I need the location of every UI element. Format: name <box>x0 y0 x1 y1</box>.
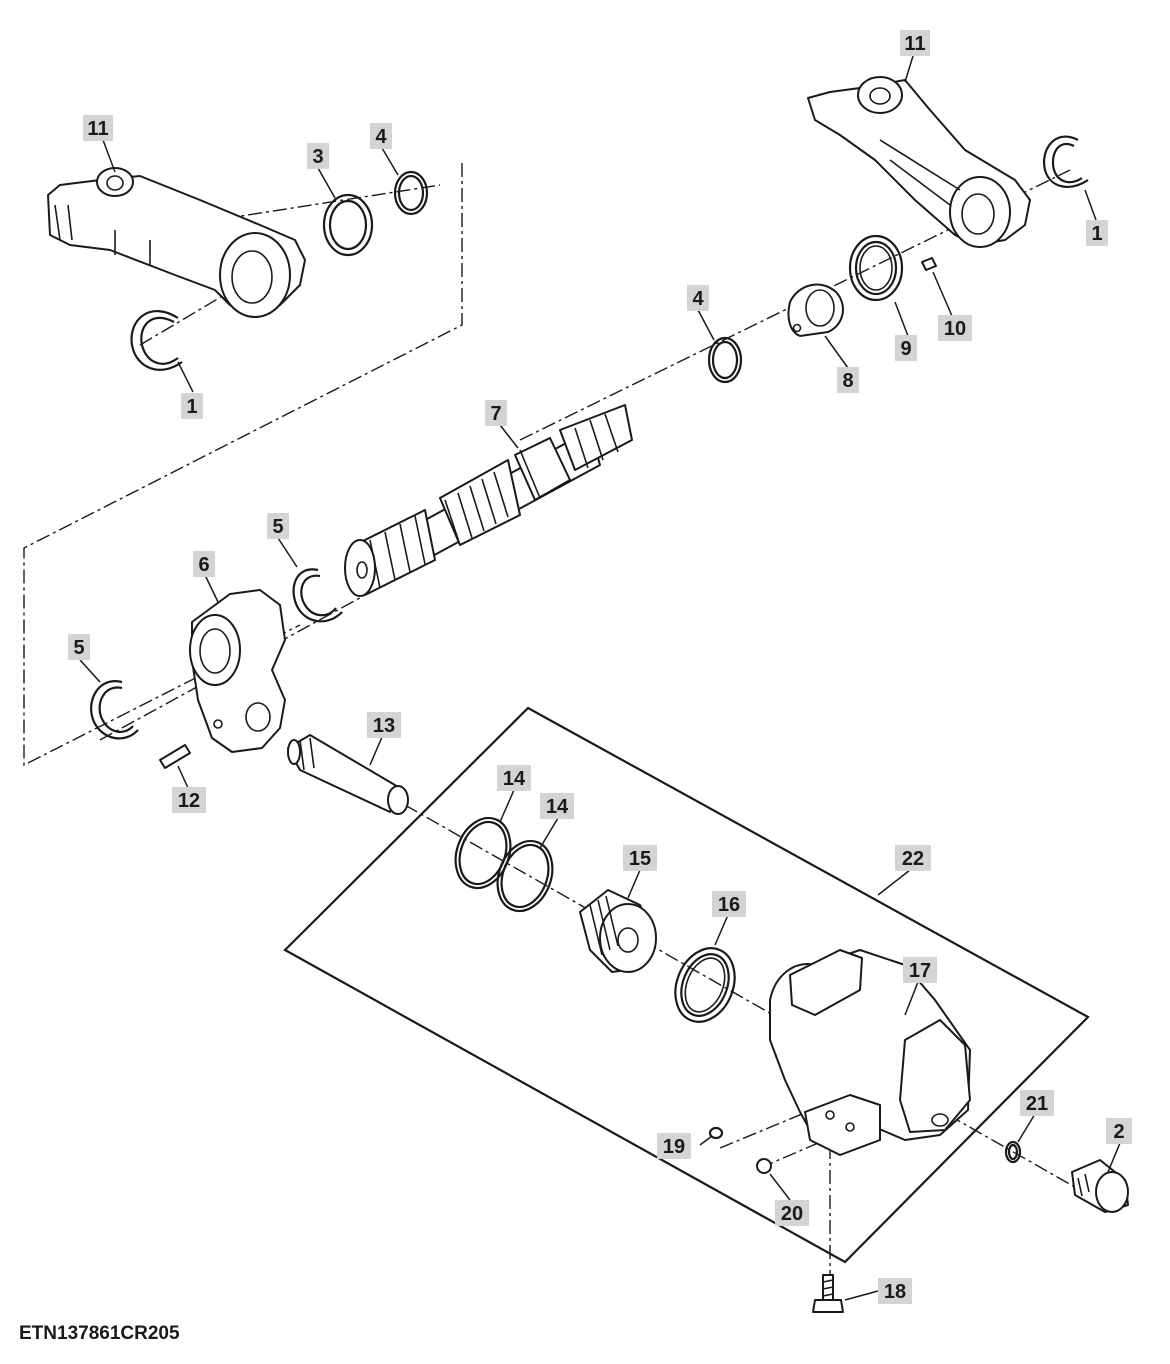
piston-rod-13 <box>287 734 409 815</box>
rockshaft-lever-6 <box>189 589 286 753</box>
cylinder-housing-17 <box>769 949 971 1156</box>
svg-text:9: 9 <box>900 338 911 360</box>
fitting-2 <box>1071 1159 1129 1213</box>
splined-shaft-7 <box>344 404 633 597</box>
callout-20: 20 <box>775 1200 809 1226</box>
callout-1-left: 1 <box>181 393 203 419</box>
callout-15: 15 <box>623 845 657 871</box>
o-ring-21 <box>1004 1140 1022 1164</box>
callout-10: 10 <box>938 315 972 341</box>
svg-text:22: 22 <box>902 848 924 870</box>
svg-text:10: 10 <box>944 318 966 340</box>
seal-9 <box>848 234 904 302</box>
callout-16: 16 <box>712 891 746 917</box>
svg-text:14: 14 <box>503 768 526 790</box>
svg-text:12: 12 <box>178 790 200 812</box>
svg-text:1: 1 <box>186 396 197 418</box>
svg-text:20: 20 <box>781 1203 803 1225</box>
callout-18: 18 <box>878 1278 912 1304</box>
bolt-18 <box>812 1274 844 1313</box>
snap-ring-1-right <box>1042 135 1089 188</box>
callout-1-right: 1 <box>1086 220 1108 246</box>
callout-13: 13 <box>367 712 401 738</box>
callout-14-a: 14 <box>497 765 531 791</box>
lift-arm-left <box>47 167 306 318</box>
svg-text:8: 8 <box>842 370 853 392</box>
svg-text:7: 7 <box>490 403 501 425</box>
svg-text:1: 1 <box>1091 223 1102 245</box>
callout-11-left: 11 <box>83 115 113 141</box>
svg-text:15: 15 <box>629 848 651 870</box>
washer-3 <box>322 193 374 257</box>
callout-3: 3 <box>307 143 329 169</box>
pin-12 <box>159 744 191 769</box>
svg-text:3: 3 <box>312 146 323 168</box>
svg-text:2: 2 <box>1113 1121 1124 1143</box>
callout-14-b: 14 <box>540 793 574 819</box>
callout-4-right: 4 <box>687 285 709 311</box>
svg-text:13: 13 <box>373 715 395 737</box>
plate-8 <box>787 283 844 337</box>
callout-21: 21 <box>1020 1090 1054 1116</box>
callout-7: 7 <box>485 400 507 426</box>
svg-text:19: 19 <box>663 1136 685 1158</box>
callout-22: 22 <box>895 845 931 871</box>
svg-text:4: 4 <box>375 126 387 148</box>
callout-17: 17 <box>903 957 937 983</box>
callout-6: 6 <box>193 551 215 577</box>
svg-text:16: 16 <box>718 894 740 916</box>
svg-text:14: 14 <box>546 796 569 818</box>
callout-12: 12 <box>172 787 206 813</box>
svg-text:17: 17 <box>909 960 931 982</box>
svg-text:5: 5 <box>73 637 84 659</box>
seal-16 <box>674 947 736 1023</box>
o-ring-19 <box>708 1126 724 1140</box>
ring-4-left <box>393 170 429 216</box>
o-ring-14-b <box>496 839 554 913</box>
callout-4-left: 4 <box>370 123 392 149</box>
svg-text:11: 11 <box>87 118 108 140</box>
plug-20 <box>756 1158 772 1174</box>
svg-text:4: 4 <box>692 288 704 310</box>
callout-19: 19 <box>657 1133 691 1159</box>
snap-ring-5-upper <box>292 568 343 623</box>
piston-15 <box>579 889 657 973</box>
callout-9: 9 <box>895 335 917 361</box>
snap-ring-1-left <box>130 310 183 371</box>
leader-lines <box>79 55 1121 1301</box>
svg-text:5: 5 <box>272 516 283 538</box>
svg-text:18: 18 <box>884 1281 906 1303</box>
callout-8: 8 <box>837 367 859 393</box>
svg-text:21: 21 <box>1026 1093 1048 1115</box>
pin-10 <box>921 257 937 271</box>
figure-reference-id: ETN137861CR205 <box>19 1323 180 1344</box>
ring-4-right <box>707 336 743 384</box>
callout-11-right: 11 <box>900 30 930 56</box>
svg-text:11: 11 <box>904 33 925 55</box>
callout-2: 2 <box>1106 1118 1132 1144</box>
callout-5-upper: 5 <box>267 513 289 539</box>
callout-5-lower: 5 <box>68 634 90 660</box>
snap-ring-5-lower <box>90 680 139 740</box>
svg-text:6: 6 <box>198 554 209 576</box>
lift-arm-right <box>807 76 1031 248</box>
